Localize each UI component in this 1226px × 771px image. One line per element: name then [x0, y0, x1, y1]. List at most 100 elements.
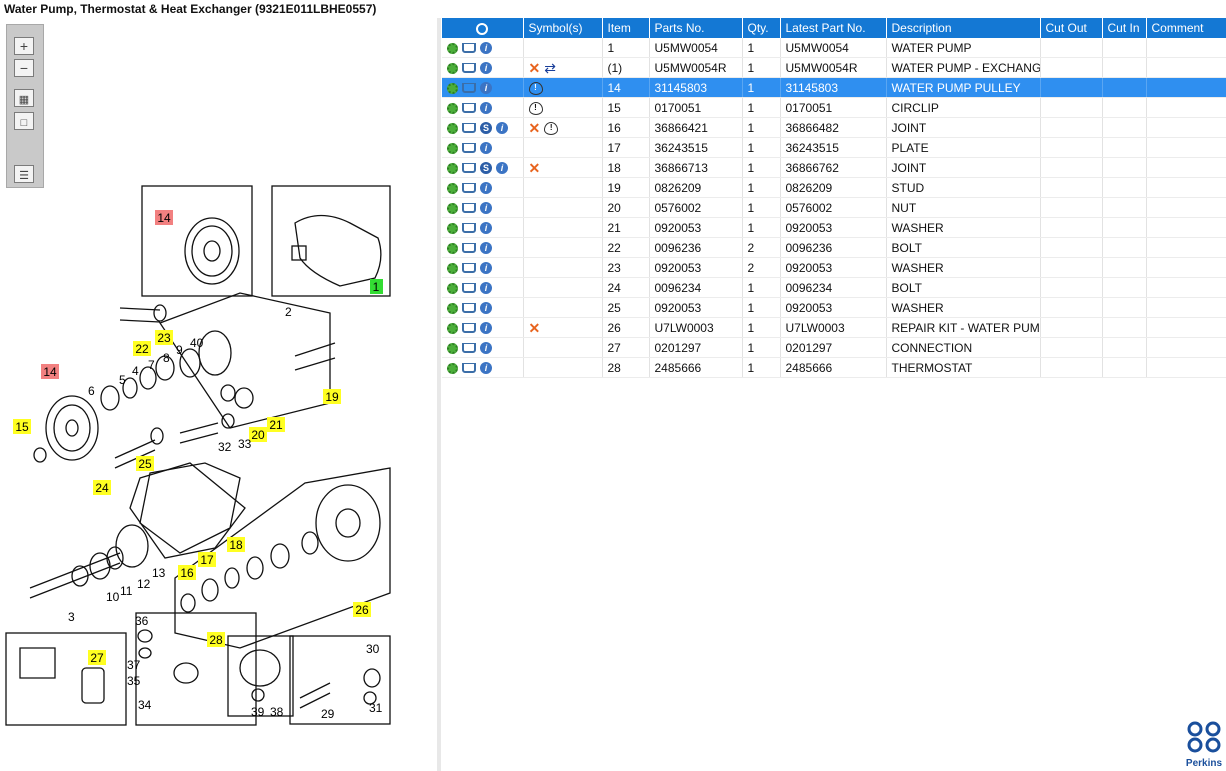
note-icon[interactable]: !: [528, 81, 543, 95]
cart-icon[interactable]: [462, 123, 476, 134]
cart-icon[interactable]: [462, 243, 476, 254]
info-icon[interactable]: i: [496, 162, 508, 175]
cart-icon[interactable]: [462, 63, 476, 74]
info-icon[interactable]: i: [480, 342, 492, 355]
note-icon[interactable]: !: [528, 101, 543, 115]
info-icon[interactable]: i: [496, 122, 508, 135]
cross-icon[interactable]: ✕: [528, 160, 541, 177]
info-icon[interactable]: i: [480, 242, 492, 255]
cart-icon[interactable]: [462, 183, 476, 194]
gear-icon[interactable]: [447, 222, 458, 234]
info-icon[interactable]: i: [480, 362, 492, 375]
cart-icon[interactable]: [462, 283, 476, 294]
note-icon[interactable]: !: [544, 121, 559, 135]
callout-21[interactable]: 21: [269, 418, 283, 432]
column-header-latest-part-no[interactable]: Latest Part No.: [780, 18, 887, 38]
info-icon[interactable]: i: [480, 262, 492, 275]
callout-24[interactable]: 24: [95, 481, 109, 495]
info-icon[interactable]: i: [480, 102, 492, 115]
callout-27[interactable]: 27: [90, 651, 104, 665]
gear-icon[interactable]: [447, 142, 458, 154]
service-icon[interactable]: S: [480, 162, 492, 175]
info-icon[interactable]: i: [480, 282, 492, 295]
info-icon[interactable]: i: [480, 222, 492, 235]
gear-icon[interactable]: [447, 202, 458, 214]
cross-icon[interactable]: ✕: [528, 120, 541, 137]
gear-icon[interactable]: [447, 302, 458, 314]
cart-icon[interactable]: [462, 323, 476, 334]
cart-icon[interactable]: [462, 303, 476, 314]
cart-icon[interactable]: [462, 163, 476, 174]
callout-14-main[interactable]: 14: [43, 365, 57, 379]
callout-14-top[interactable]: 14: [157, 211, 171, 225]
info-icon[interactable]: i: [480, 82, 492, 95]
gear-icon[interactable]: [447, 62, 458, 74]
actual-size-button[interactable]: □: [14, 112, 34, 130]
service-icon[interactable]: S: [480, 122, 492, 135]
info-icon[interactable]: i: [480, 322, 492, 335]
gear-icon[interactable]: [447, 82, 458, 94]
fit-page-button[interactable]: ▦: [14, 89, 34, 107]
panel-splitter[interactable]: [437, 18, 441, 771]
column-header-comment[interactable]: Comment: [1146, 18, 1226, 38]
gear-icon[interactable]: [447, 182, 458, 194]
callout-16[interactable]: 16: [180, 566, 194, 580]
callout-17[interactable]: 17: [200, 553, 214, 567]
gear-icon[interactable]: [447, 42, 458, 54]
info-icon[interactable]: i: [480, 62, 492, 75]
column-header-description[interactable]: Description: [886, 18, 1041, 38]
column-header-cut-out[interactable]: Cut Out: [1040, 18, 1103, 38]
cart-icon[interactable]: [462, 103, 476, 114]
cart-icon[interactable]: [462, 343, 476, 354]
callout-28[interactable]: 28: [209, 633, 223, 647]
callout-22[interactable]: 22: [135, 342, 149, 356]
info-icon[interactable]: i: [480, 202, 492, 215]
callout-20[interactable]: 20: [251, 428, 265, 442]
info-icon[interactable]: i: [480, 142, 492, 155]
column-header-qty[interactable]: Qty.: [742, 18, 781, 38]
callout-26[interactable]: 26: [355, 603, 369, 617]
gear-icon[interactable]: [447, 342, 458, 354]
callout-1[interactable]: 1: [373, 280, 380, 294]
column-header-symbols[interactable]: Symbol(s): [523, 18, 603, 38]
zoom-out-button[interactable]: −: [14, 59, 34, 77]
column-header-item[interactable]: Item: [602, 18, 650, 38]
column-header-parts-no[interactable]: Parts No.: [649, 18, 743, 38]
gear-icon[interactable]: [447, 242, 458, 254]
cart-icon[interactable]: [462, 263, 476, 274]
cross-icon[interactable]: ✕: [528, 320, 541, 337]
search-icon[interactable]: [476, 22, 489, 35]
gear-icon[interactable]: [447, 322, 458, 334]
callout-18[interactable]: 18: [229, 538, 243, 552]
zoom-in-button[interactable]: +: [14, 37, 34, 55]
column-header-cut-in[interactable]: Cut In: [1102, 18, 1147, 38]
cart-icon[interactable]: [462, 203, 476, 214]
info-icon[interactable]: i: [480, 182, 492, 195]
callout-15[interactable]: 15: [15, 420, 29, 434]
gear-icon[interactable]: [447, 362, 458, 374]
cart-icon[interactable]: [462, 363, 476, 374]
gear-icon[interactable]: [447, 282, 458, 294]
cross-icon[interactable]: ✕: [528, 60, 541, 77]
callout-25[interactable]: 25: [138, 457, 152, 471]
list-toggle-button[interactable]: ☰: [14, 165, 34, 183]
cart-icon[interactable]: [462, 143, 476, 154]
exchange-icon[interactable]: ⇄: [544, 60, 556, 77]
gear-icon[interactable]: [447, 262, 458, 274]
exploded-parts-diagram[interactable]: 14 14 1 23 22 19 15 20 21 25 24 18: [0, 178, 437, 771]
